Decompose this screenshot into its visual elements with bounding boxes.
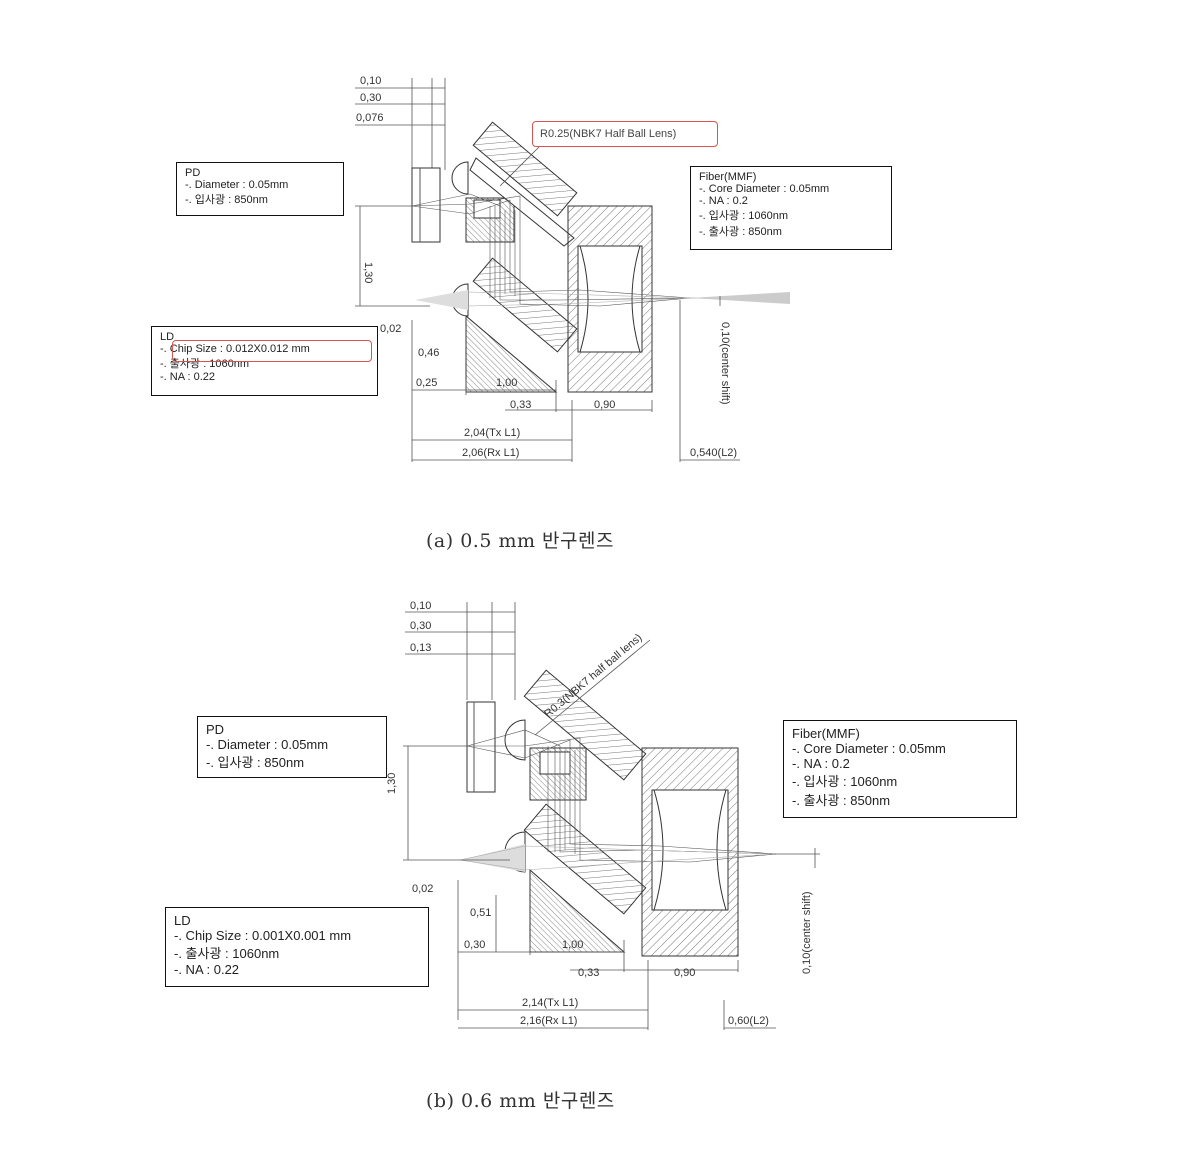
dim-090: 0,90 [674, 967, 695, 979]
pd-title: PD [206, 722, 225, 737]
dim-tx: 2,14(Tx L1) [522, 997, 578, 1009]
fiber-box: Fiber(MMF) -. Core Diameter : 0.05mm -. … [690, 166, 892, 250]
fiber-line-1: -. Core Diameter : 0.05mm [699, 183, 830, 195]
figure-b: 0,10 0,30 0,13 [0, 580, 1180, 1140]
pd-line-1: -. Diameter : 0.05mm [185, 179, 289, 191]
dim-rx: 2,16(Rx L1) [520, 1015, 577, 1027]
pd-box: PD -. Diameter : 0.05mm -. 입사광 : 850nm [176, 162, 344, 216]
caption-a: (a) 0.5 mm 반구렌즈 [426, 530, 614, 552]
optical-rays [411, 193, 791, 310]
figure-a: 0,10 0,30 0,076 [0, 0, 1180, 560]
ld-line-2: -. 출사광 : 1060nm [174, 946, 280, 961]
top-dimensions [355, 78, 446, 170]
dim-025: 0,25 [416, 377, 437, 389]
ld-title: LD [174, 913, 191, 928]
dim-051: 0,51 [470, 907, 491, 919]
dim-ld-offset: 0,02 [380, 323, 401, 335]
pd-box: PD -. Diameter : 0.05mm -. 입사광 : 850nm [197, 716, 387, 778]
dim-vertical: 1,30 [362, 262, 374, 283]
fiber-title: Fiber(MMF) [699, 171, 757, 183]
pd-line-1: -. Diameter : 0.05mm [206, 737, 329, 752]
dim-top1: 0,10 [410, 600, 431, 612]
ld-line-3: -. NA : 0.22 [160, 371, 216, 383]
dim-090: 0,90 [594, 399, 615, 411]
dim-top2: 0,30 [360, 92, 381, 104]
lower-lens-assembly [451, 257, 578, 393]
fiber-line-2: -. NA : 0.2 [792, 756, 850, 771]
lens-label: R0.25(NBK7 Half Ball Lens) [540, 128, 677, 140]
ld-line-3: -. NA : 0.22 [174, 962, 240, 977]
dim-top3: 0,076 [356, 112, 384, 124]
figure-a-drawing: 0,10 0,30 0,076 [355, 75, 791, 462]
fiber-lens-block [641, 747, 739, 957]
dim-l2: 0,60(L2) [728, 1015, 769, 1027]
fiber-line-2: -. NA : 0.2 [699, 195, 748, 207]
fiber-line-3: -. 입사광 : 1060nm [792, 774, 898, 789]
figure-b-drawing: 0,10 0,30 0,13 [386, 600, 820, 1030]
dim-030: 0,30 [464, 939, 485, 951]
dim-vertical: 1,30 [386, 773, 398, 794]
ld-line-1: -. Chip Size : 0.001X0.001 mm [174, 928, 352, 943]
dim-ld-offset: 0,02 [412, 883, 433, 895]
fiber-line-4: -. 출사광 : 850nm [699, 226, 782, 238]
dim-100: 1,00 [496, 377, 517, 389]
dim-center-shift: 0,10(center shift) [719, 322, 731, 405]
dim-tx: 2,04(Tx L1) [464, 427, 520, 439]
dim-center-shift: 0,10(center shift) [801, 891, 813, 974]
dim-046: 0,46 [418, 347, 439, 359]
dim-100: 1,00 [562, 939, 583, 951]
fiber-box: Fiber(MMF) -. Core Diameter : 0.05mm -. … [783, 720, 1017, 818]
fiber-line-3: -. 입사광 : 1060nm [699, 210, 789, 222]
fiber-line-1: -. Core Diameter : 0.05mm [792, 741, 946, 756]
dim-top1: 0,10 [360, 75, 381, 87]
dim-033: 0,33 [578, 967, 599, 979]
pd-line-2: -. 입사광 : 850nm [185, 194, 268, 206]
fiber-line-4: -. 출사광 : 850nm [792, 793, 891, 808]
caption-b: (b) 0.6 mm 반구렌즈 [426, 1090, 615, 1112]
ld-line-1: -. Chip Size : 0.012X0.012 mm [160, 343, 310, 355]
ld-box: LD -. Chip Size : 0.001X0.001 mm -. 출사광 … [165, 907, 429, 987]
dim-top2: 0,30 [410, 620, 431, 632]
ld-title: LD [160, 331, 175, 343]
lower-lens-assembly [504, 803, 647, 953]
fiber-title: Fiber(MMF) [792, 726, 860, 741]
dim-top3: 0,13 [410, 642, 431, 654]
dim-033: 0,33 [510, 399, 531, 411]
dim-rx: 2,06(Rx L1) [462, 447, 519, 459]
chip-size-highlight [172, 340, 372, 362]
lens-label: R0.3(NBK7 half ball lens) [542, 632, 644, 721]
pd-line-2: -. 입사광 : 850nm [206, 755, 305, 770]
dim-l2: 0,540(L2) [690, 447, 737, 459]
pd-title: PD [185, 167, 201, 179]
lens-label-box: R0.25(NBK7 Half Ball Lens) [532, 121, 718, 147]
